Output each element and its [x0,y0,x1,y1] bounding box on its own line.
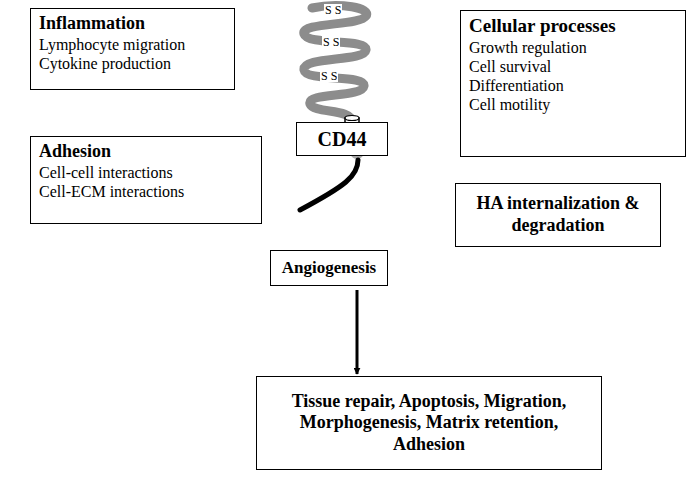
box-item: Lymphocyte migration [39,35,226,54]
cellular-processes-box: Cellular processesGrowth regulationCell … [460,10,686,157]
box-heading: CD44 [305,127,379,151]
box-item: Cell-ECM interactions [39,182,253,201]
box-heading: Cellular processes [469,15,677,38]
box-item: Differentiation [469,76,677,95]
cd44-label-box: CD44 [296,122,388,156]
outcome-box: Tissue repair, Apoptosis, Migration, Mor… [256,376,602,470]
box-heading: Tissue repair, Apoptosis, Migration, Mor… [265,391,593,456]
disulfide-label: S S [324,4,342,16]
box-heading: Adhesion [39,141,253,163]
inflammation-box: InflammationLymphocyte migrationCytokine… [30,8,235,90]
box-item: Cell-cell interactions [39,163,253,182]
adhesion-box: AdhesionCell-cell interactionsCell-ECM i… [30,136,262,224]
box-item: Cytokine production [39,54,226,73]
flow-arrow [356,290,359,374]
box-item: Growth regulation [469,38,677,57]
cytoplasmic-tail [300,160,358,210]
box-heading: Angiogenesis [279,258,379,278]
box-heading: Inflammation [39,13,226,35]
box-heading: HA internalization & degradation [464,193,652,236]
disulfide-label: S S [320,70,338,82]
angiogenesis-box: Angiogenesis [270,250,388,286]
ha-box: HA internalization & degradation [455,183,661,247]
extracellular-domain [304,6,367,122]
box-item: Cell survival [469,57,677,76]
box-item: Cell motility [469,95,677,114]
stem-top [345,116,359,121]
disulfide-label: S S [322,36,340,48]
